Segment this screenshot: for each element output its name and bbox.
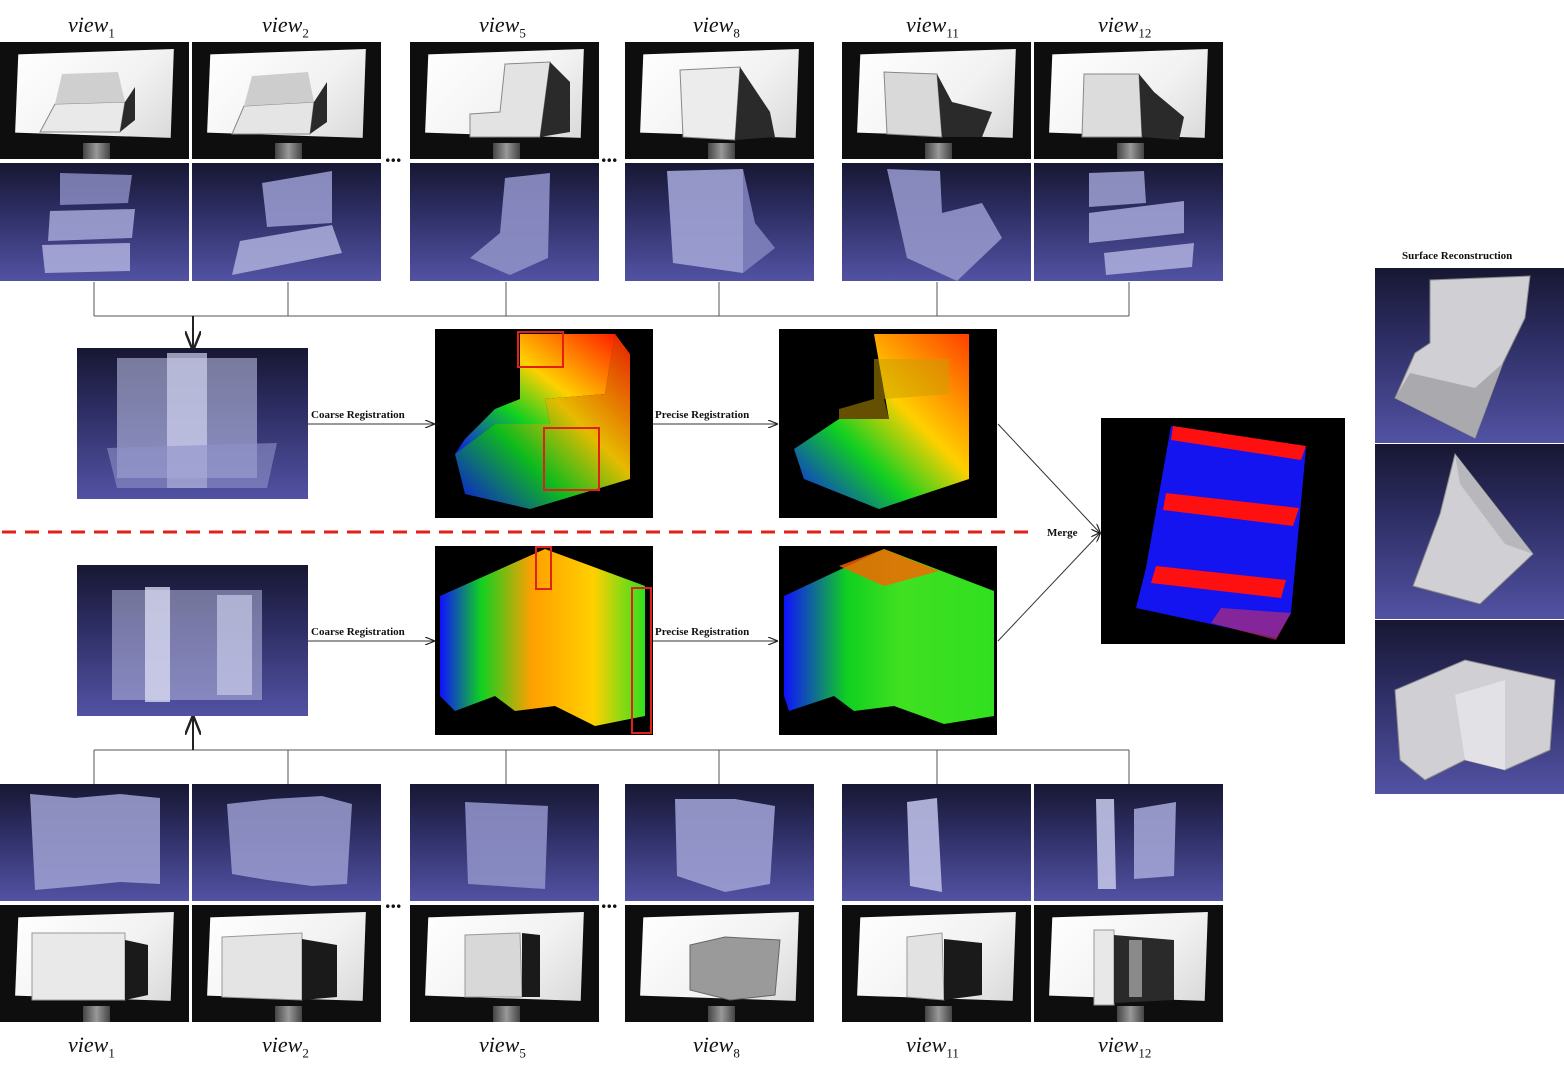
top-precise-result xyxy=(779,329,997,518)
top-cloud-view5 xyxy=(410,163,599,281)
bottom-view-label-12: view12 xyxy=(1098,1032,1152,1061)
top-photo-view8 xyxy=(625,42,814,159)
top-cloud-view11 xyxy=(842,163,1031,281)
top-view-label-11: view11 xyxy=(906,12,959,41)
top-photo-view12 xyxy=(1034,42,1223,159)
top-cloud-view2 xyxy=(192,163,381,281)
top-photo-view5 xyxy=(410,42,599,159)
bottom-view-label-1: view1 xyxy=(68,1032,115,1061)
bottom-ellipsis-2: ... xyxy=(601,888,618,913)
bottom-photo-view8 xyxy=(625,905,814,1022)
bottom-view-label-11: view11 xyxy=(906,1032,959,1061)
top-photo-view2 xyxy=(192,42,381,159)
top-ellipsis-1: ... xyxy=(385,142,402,167)
top-coarse-result xyxy=(435,329,653,518)
bottom-cloud-view2 xyxy=(192,784,381,901)
top-ellipsis-2: ... xyxy=(601,142,618,167)
bottom-coarse-result xyxy=(435,546,653,735)
bottom-photo-view5 xyxy=(410,905,599,1022)
surface-reconstruction-view1 xyxy=(1375,268,1564,443)
bottom-cloud-view1 xyxy=(0,784,189,901)
top-view-label-1: view1 xyxy=(68,12,115,41)
top-view-label-8: view8 xyxy=(693,12,740,41)
merge-label: Merge xyxy=(1047,527,1078,539)
top-view-label-2: view2 xyxy=(262,12,309,41)
bottom-view-label-5: view5 xyxy=(479,1032,526,1061)
coarse-registration-label-top: Coarse Registration xyxy=(311,409,405,421)
bottom-combined-cloud xyxy=(77,565,308,716)
bottom-precise-result xyxy=(779,546,997,735)
bottom-view-label-8: view8 xyxy=(693,1032,740,1061)
bottom-cloud-view11 xyxy=(842,784,1031,901)
bottom-photo-view2 xyxy=(192,905,381,1022)
bottom-cloud-view8 xyxy=(625,784,814,901)
bottom-photo-view11 xyxy=(842,905,1031,1022)
surface-reconstruction-view2 xyxy=(1375,444,1564,619)
top-combined-cloud xyxy=(77,348,308,499)
top-cloud-view12 xyxy=(1034,163,1223,281)
coarse-registration-label-bottom: Coarse Registration xyxy=(311,626,405,638)
surface-reconstruction-view3 xyxy=(1375,620,1564,794)
bottom-photo-view1 xyxy=(0,905,189,1022)
bottom-cloud-view12 xyxy=(1034,784,1223,901)
top-cloud-view8 xyxy=(625,163,814,281)
bottom-photo-view12 xyxy=(1034,905,1223,1022)
bottom-view-label-2: view2 xyxy=(262,1032,309,1061)
surface-reconstruction-title: Surface Reconstruction xyxy=(1402,250,1513,262)
top-cloud-view1 xyxy=(0,163,189,281)
precise-registration-label-top: Precise Registration xyxy=(655,409,750,421)
top-photo-view1 xyxy=(0,42,189,159)
top-photo-view11 xyxy=(842,42,1031,159)
merged-result xyxy=(1101,418,1345,644)
bottom-ellipsis-1: ... xyxy=(385,888,402,913)
precise-registration-label-bottom: Precise Registration xyxy=(655,626,750,638)
bottom-cloud-view5 xyxy=(410,784,599,901)
top-view-label-12: view12 xyxy=(1098,12,1152,41)
top-view-label-5: view5 xyxy=(479,12,526,41)
